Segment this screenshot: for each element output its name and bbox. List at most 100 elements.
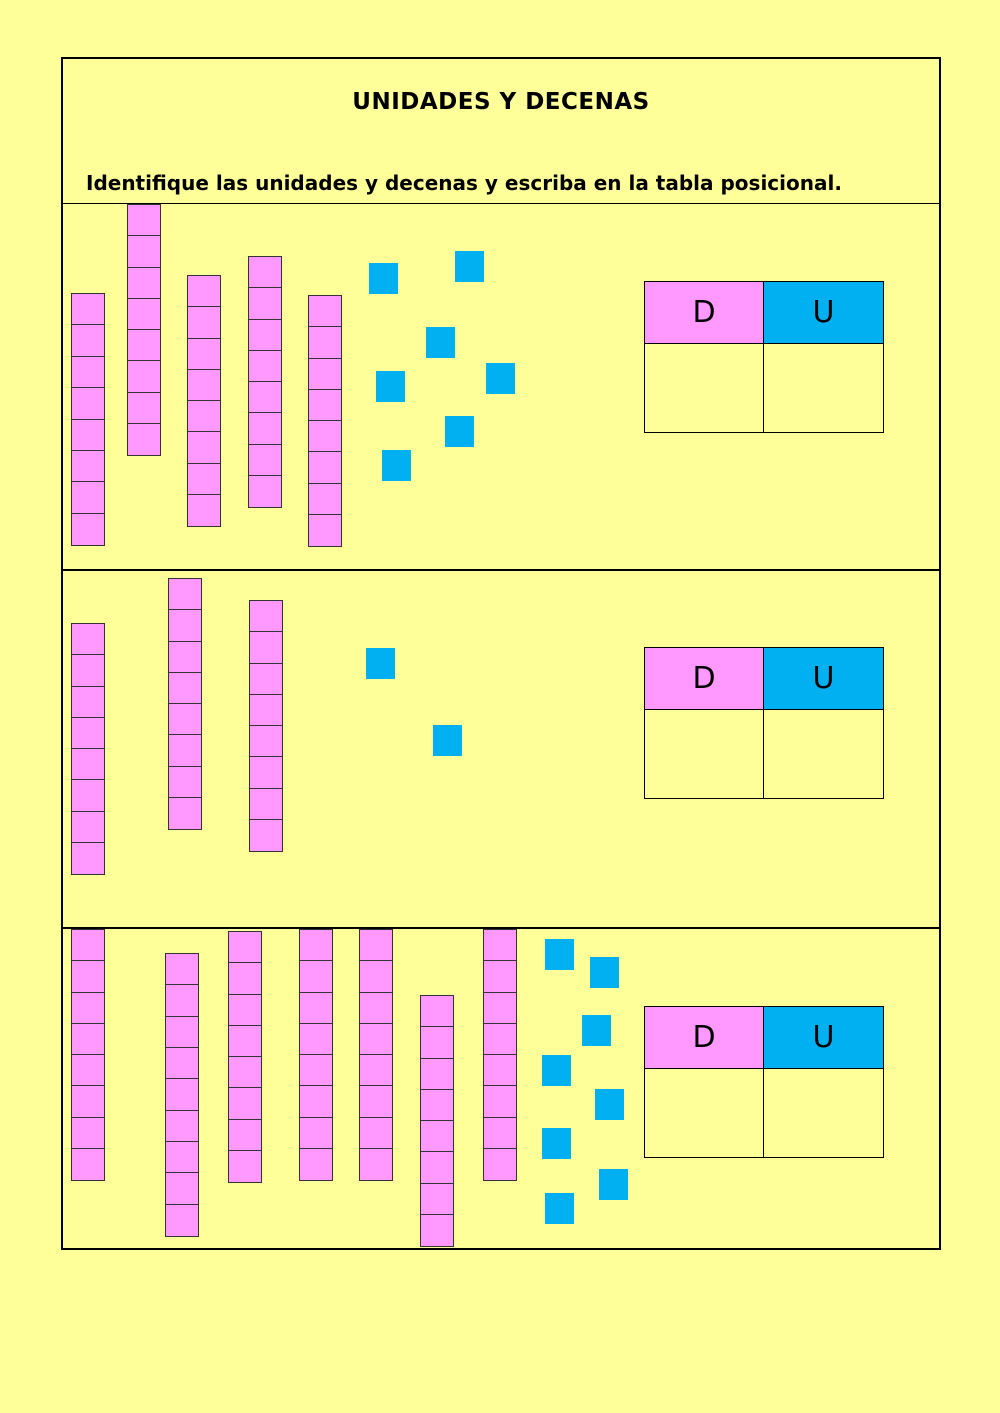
rod-cell xyxy=(166,985,198,1017)
unit-cube xyxy=(366,648,395,679)
rod-cell xyxy=(229,1151,261,1182)
rod-cell xyxy=(484,1086,516,1118)
tens-header: D xyxy=(645,648,764,710)
tens-rod xyxy=(71,293,105,546)
rod-cell xyxy=(188,495,220,526)
rod-cell xyxy=(166,1048,198,1080)
tens-answer-cell[interactable] xyxy=(645,344,764,432)
tens-header: D xyxy=(645,282,764,344)
unit-cube xyxy=(595,1089,624,1120)
rod-cell xyxy=(188,307,220,339)
rod-cell xyxy=(421,1152,453,1184)
rod-cell xyxy=(360,1118,392,1149)
rod-cell xyxy=(128,330,160,362)
rod-cell xyxy=(169,735,201,767)
rod-cell xyxy=(249,288,281,320)
section-divider xyxy=(63,927,939,929)
tens-answer-cell[interactable] xyxy=(645,710,764,798)
tens-answer-cell[interactable] xyxy=(645,1069,764,1157)
tens-rod xyxy=(308,295,342,547)
rod-cell xyxy=(169,610,201,642)
rod-cell xyxy=(169,767,201,798)
rod-cell xyxy=(166,1111,198,1142)
tens-rod xyxy=(249,600,283,852)
unit-cube xyxy=(599,1169,628,1200)
rod-cell xyxy=(72,993,104,1024)
rod-cell xyxy=(300,1149,332,1180)
rod-cell xyxy=(250,789,282,820)
rod-cell xyxy=(229,1057,261,1089)
unit-cube xyxy=(590,957,619,988)
units-header: U xyxy=(764,1007,883,1069)
rod-cell xyxy=(360,1086,392,1118)
worksheet-frame: UNIDADES Y DECENAS Identifique las unida… xyxy=(61,57,941,1250)
unit-cube xyxy=(369,263,398,294)
rod-cell xyxy=(72,655,104,687)
rod-cell xyxy=(166,1173,198,1205)
tens-rod xyxy=(483,929,517,1181)
place-value-table: D U xyxy=(644,281,884,433)
rod-cell xyxy=(72,624,104,656)
rod-cell xyxy=(250,601,282,633)
rod-cell xyxy=(72,357,104,389)
worksheet-instruction: Identifique las unidades y decenas y esc… xyxy=(86,171,842,195)
units-header: U xyxy=(764,648,883,710)
tens-rod xyxy=(127,204,161,456)
rod-cell xyxy=(128,205,160,237)
rod-cell xyxy=(421,1090,453,1121)
tens-rod xyxy=(248,256,282,508)
rod-cell xyxy=(300,1086,332,1118)
rod-cell xyxy=(250,664,282,695)
rod-cell xyxy=(249,413,281,445)
rod-cell xyxy=(421,996,453,1028)
rod-cell xyxy=(300,930,332,962)
rod-cell xyxy=(309,452,341,484)
rod-cell xyxy=(309,390,341,421)
rod-cell xyxy=(128,361,160,393)
units-answer-cell[interactable] xyxy=(764,710,883,798)
rod-cell xyxy=(484,1055,516,1087)
rod-cell xyxy=(72,420,104,451)
rod-cell xyxy=(309,515,341,546)
rod-cell xyxy=(309,359,341,390)
rod-cell xyxy=(229,995,261,1026)
rod-cell xyxy=(128,424,160,455)
rod-cell xyxy=(484,961,516,993)
rod-cell xyxy=(169,579,201,611)
rod-cell xyxy=(128,236,160,268)
rod-cell xyxy=(128,268,160,299)
exercise-2: D U xyxy=(63,571,939,927)
rod-cell xyxy=(229,1088,261,1120)
rod-cell xyxy=(72,687,104,718)
unit-cube xyxy=(376,371,405,402)
rod-cell xyxy=(229,963,261,995)
rod-cell xyxy=(169,673,201,704)
rod-cell xyxy=(72,451,104,483)
unit-cube xyxy=(445,416,474,447)
rod-cell xyxy=(128,393,160,424)
rod-cell xyxy=(249,320,281,351)
exercise-3: D U xyxy=(63,929,939,1248)
exercise-1: D U xyxy=(63,203,939,570)
rod-cell xyxy=(72,1149,104,1180)
rod-cell xyxy=(166,1205,198,1236)
unit-cube xyxy=(382,450,411,481)
rod-cell xyxy=(421,1184,453,1215)
section-divider xyxy=(63,569,939,571)
rod-cell xyxy=(250,726,282,758)
rod-cell xyxy=(250,695,282,726)
rod-cell xyxy=(188,370,220,401)
rod-cell xyxy=(360,1055,392,1087)
rod-cell xyxy=(188,339,220,370)
place-value-table: D U xyxy=(644,647,884,799)
rod-cell xyxy=(360,930,392,962)
rod-cell xyxy=(72,749,104,781)
rod-cell xyxy=(360,993,392,1024)
rod-cell xyxy=(309,421,341,453)
rod-cell xyxy=(484,930,516,962)
rod-cell xyxy=(360,1149,392,1180)
rod-cell xyxy=(300,1055,332,1087)
rod-cell xyxy=(249,382,281,414)
units-answer-cell[interactable] xyxy=(764,1069,883,1157)
units-answer-cell[interactable] xyxy=(764,344,883,432)
